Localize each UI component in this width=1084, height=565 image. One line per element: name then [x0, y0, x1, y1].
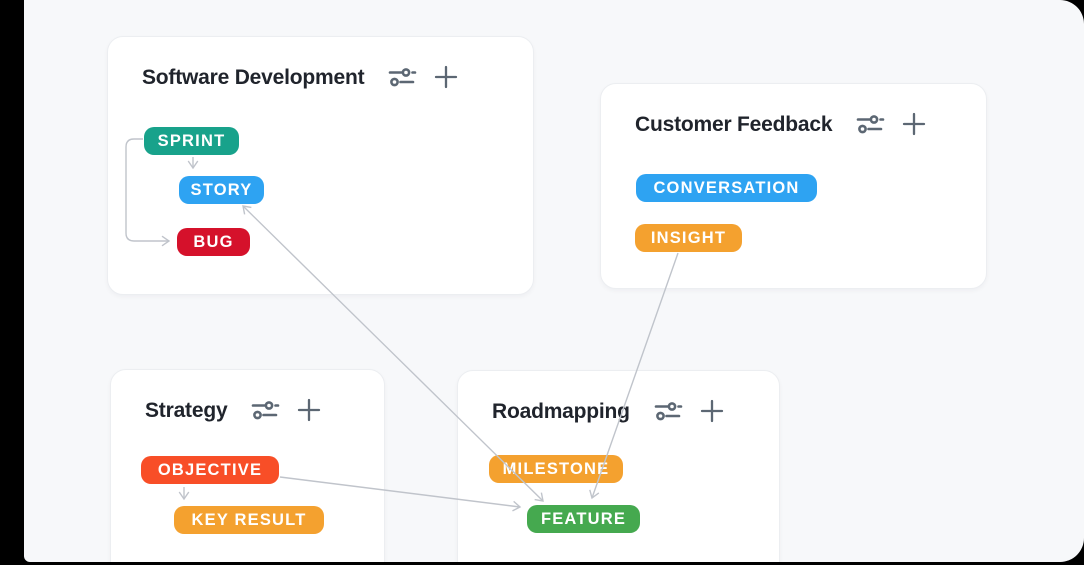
tag-key-result[interactable]: KEY RESULT: [174, 506, 324, 534]
add-button[interactable]: [901, 111, 927, 140]
card-title: Strategy: [145, 399, 228, 422]
tag-insight[interactable]: INSIGHT: [635, 224, 742, 252]
plus-icon: [296, 397, 322, 426]
sliders-icon: [856, 112, 886, 139]
plus-icon: [699, 398, 725, 427]
card-strategy-header: Strategy: [145, 396, 322, 426]
card-software-development-header: Software Development: [142, 63, 459, 93]
card-software-development: Software Development SPRINT STORY BUG: [107, 36, 534, 295]
add-button[interactable]: [699, 398, 725, 427]
card-actions: [654, 398, 725, 427]
sliders-icon: [654, 399, 684, 426]
tag-conversation[interactable]: CONVERSATION: [636, 174, 817, 202]
tag-milestone[interactable]: MILESTONE: [489, 455, 623, 483]
add-button[interactable]: [433, 64, 459, 93]
filter-sliders-button[interactable]: [856, 112, 886, 139]
card-title: Software Development: [142, 66, 365, 89]
card-customer-feedback: Customer Feedback CONVERSATION INSIGHT: [600, 83, 987, 289]
filter-sliders-button[interactable]: [251, 398, 281, 425]
sliders-icon: [388, 65, 418, 92]
tag-feature[interactable]: FEATURE: [527, 505, 640, 533]
card-title: Roadmapping: [492, 400, 630, 423]
filter-sliders-button[interactable]: [654, 399, 684, 426]
workspace-map-panel: Software Development SPRINT STORY BUG Cu…: [24, 0, 1084, 562]
sliders-icon: [251, 398, 281, 425]
plus-icon: [901, 111, 927, 140]
card-customer-feedback-header: Customer Feedback: [635, 110, 927, 140]
card-roadmapping: Roadmapping MILESTONE FEATURE: [457, 370, 780, 562]
tag-objective[interactable]: OBJECTIVE: [141, 456, 279, 484]
card-strategy: Strategy OBJECTIVE KEY RESULT: [110, 369, 385, 562]
plus-icon: [433, 64, 459, 93]
card-title: Customer Feedback: [635, 113, 833, 136]
card-actions: [856, 111, 927, 140]
card-roadmapping-header: Roadmapping: [492, 397, 725, 427]
tag-sprint[interactable]: SPRINT: [144, 127, 239, 155]
filter-sliders-button[interactable]: [388, 65, 418, 92]
add-button[interactable]: [296, 397, 322, 426]
tag-story[interactable]: STORY: [179, 176, 264, 204]
card-actions: [388, 64, 459, 93]
card-actions: [251, 397, 322, 426]
tag-bug[interactable]: BUG: [177, 228, 250, 256]
